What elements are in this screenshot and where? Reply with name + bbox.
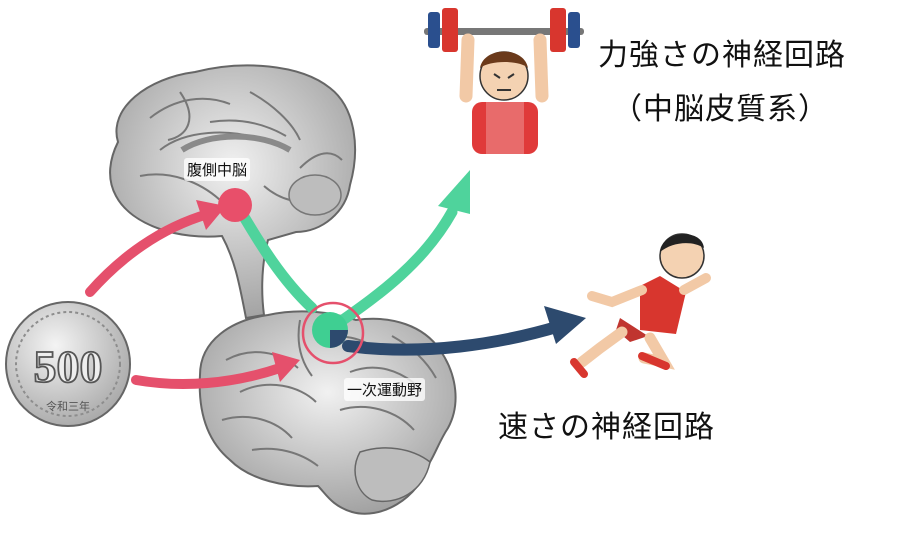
strength-circuit-title: 力強さの神経回路 [598,38,846,73]
weightlifter-icon [424,8,584,154]
runner-icon [570,233,711,378]
coin-500-yen-icon: 500 令和三年 [5,301,131,427]
green-arrow-m1-to-strength [334,206,458,328]
m1-label: 一次運動野 [344,378,426,401]
m1-node-ring [301,301,365,365]
vta-label: 腹側中脳 [184,158,251,181]
navy-arrow-m1-to-speed [342,320,566,356]
pink-arrow-coin-to-m1 [131,363,285,389]
coin-inscription-text: 令和三年 [46,399,90,413]
pink-arrow-coin-to-m1-head [272,352,300,382]
coin-value-text: 500 [34,341,103,392]
m1-node-navy-half [330,330,348,348]
green-arrow-head [438,170,470,214]
strength-circuit-subtitle: （中脳皮質系） [612,92,829,127]
vta-node [218,188,252,222]
pink-arrow-coin-to-vta [85,209,213,297]
speed-circuit-title: 速さの神経回路 [498,410,715,445]
navy-arrow-head [544,306,586,344]
green-arrow-vta-to-m1 [234,204,318,314]
